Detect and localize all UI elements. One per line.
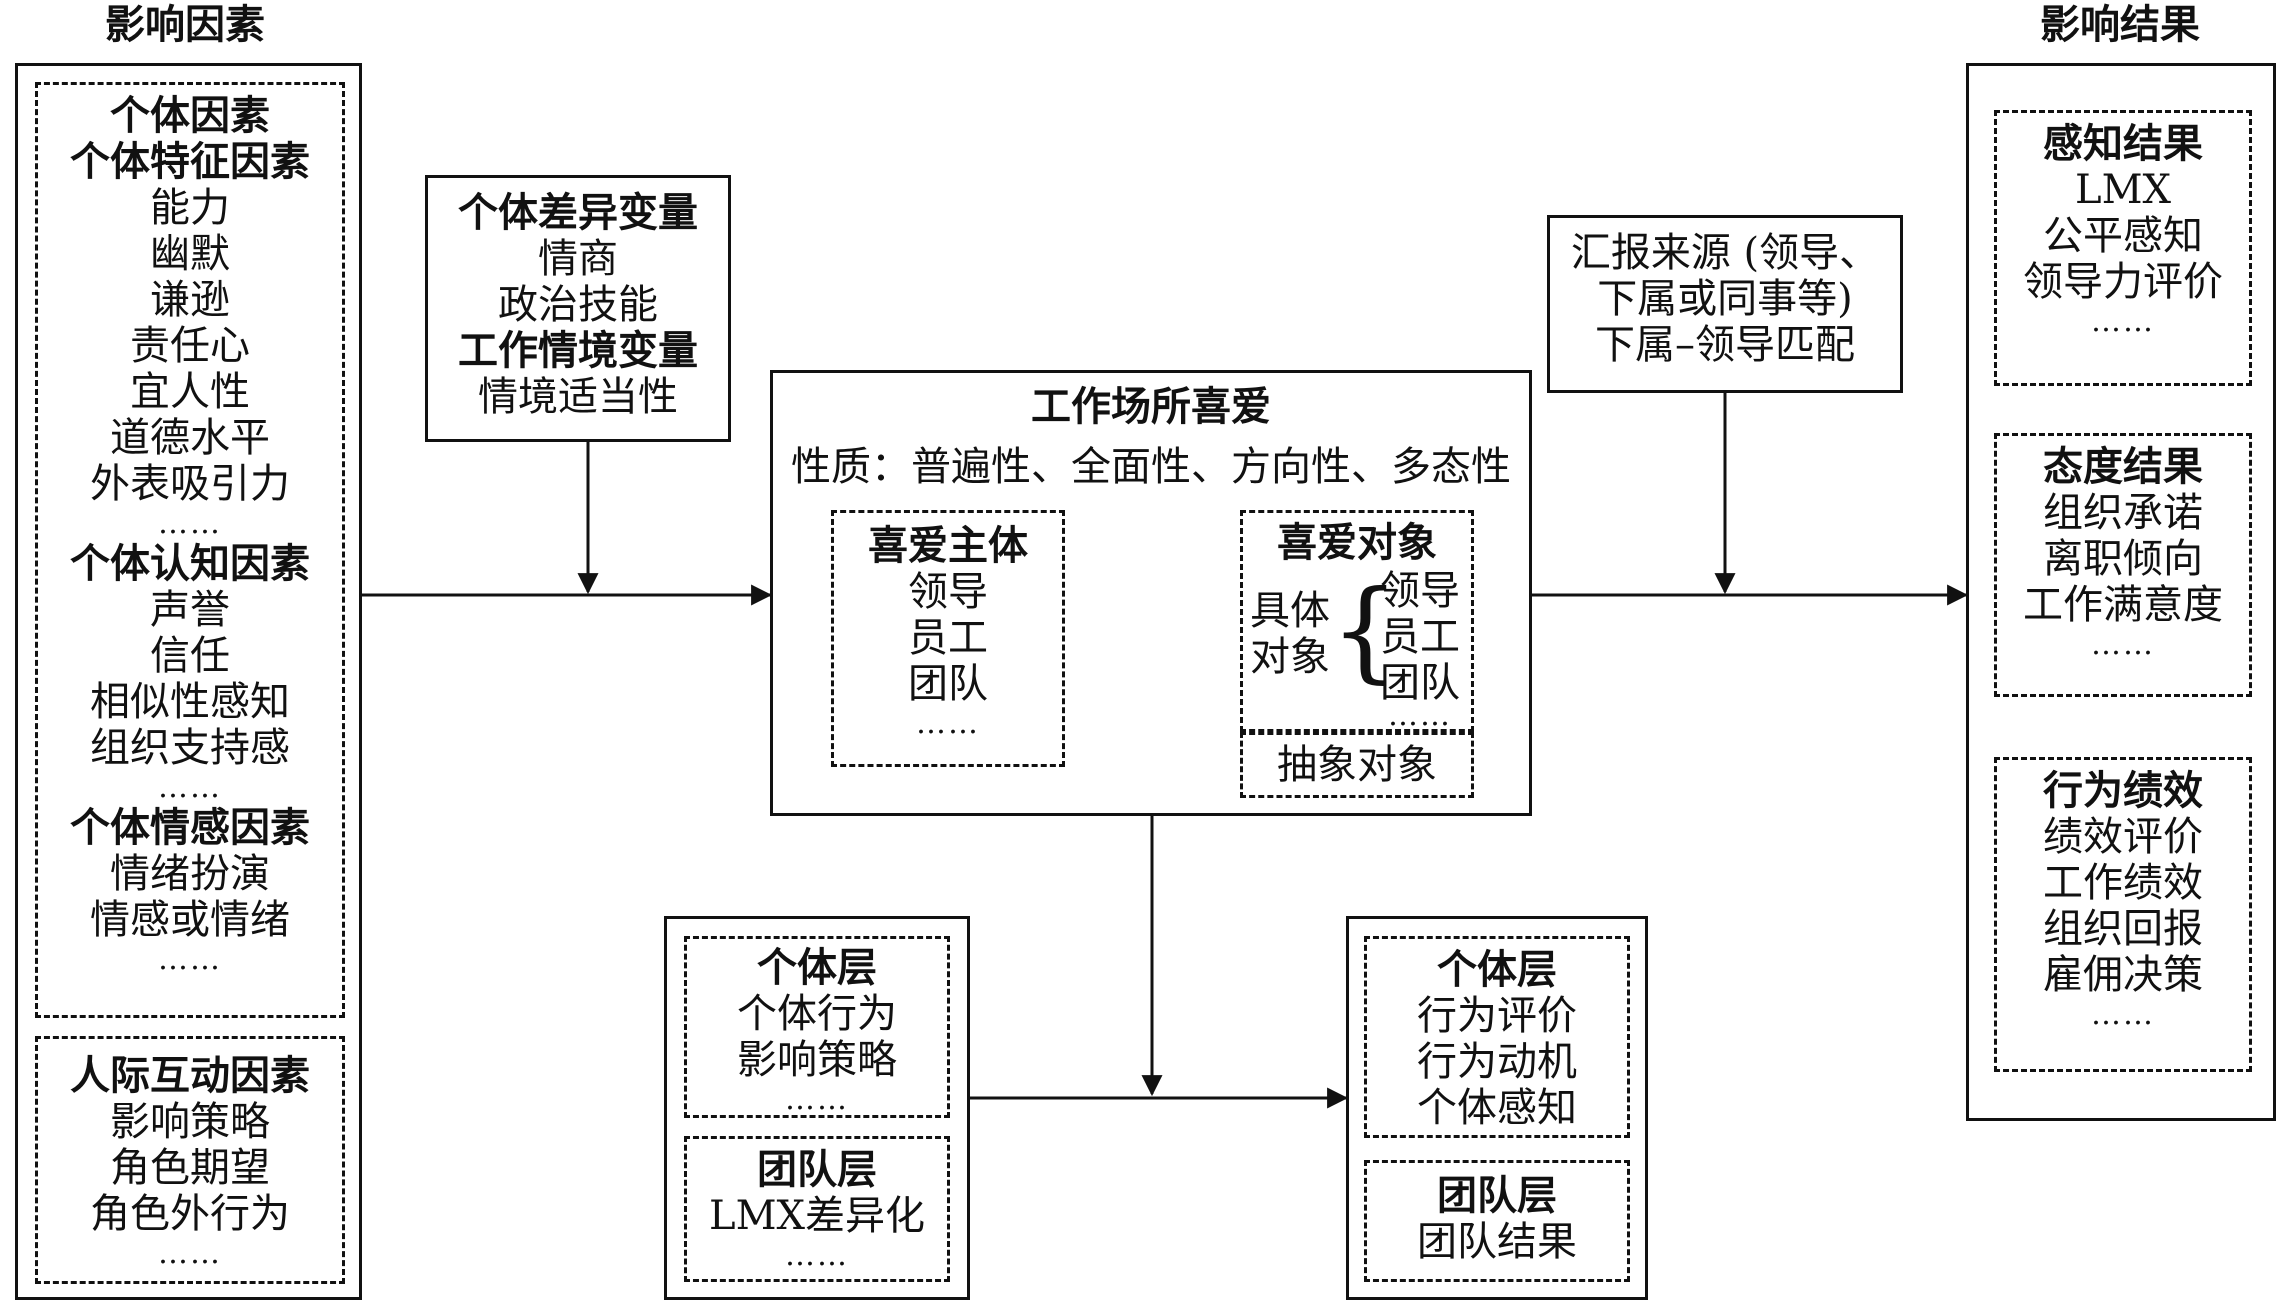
interpersonal-influence: 影响策略 [110,1099,270,1145]
br-team-title: 团队层 [1437,1172,1557,1219]
br-behavior-motive: 行为动机 [1417,1039,1577,1085]
perception-title: 感知结果 [2043,120,2203,167]
trait-morality: 道德水平 [110,415,270,461]
ellipsis: …… [1388,698,1452,733]
individual-factors-box: 个体因素 个体特征因素 能力 幽默 谦逊 责任心 宜人性 道德水平 外表吸引力 … [35,82,345,1018]
trait-ability: 能力 [150,185,230,231]
liking-subject-box: 喜爱主体 领导 员工 团队 …… [831,510,1065,767]
ellipsis: …… [158,506,222,541]
report-source-line3: 下属–领导匹配 [1595,322,1855,368]
subject-employee: 员工 [908,615,988,661]
object-employee: 员工 [1380,614,1460,660]
moderator-context-fit: 情境适当性 [478,374,678,420]
ellipsis: …… [785,1082,849,1117]
interpersonal-role-expectation: 角色期望 [110,1145,270,1191]
behavior-reward: 组织回报 [2043,906,2203,952]
br-team-outcome: 团队结果 [1417,1219,1577,1265]
ellipsis: …… [158,1236,222,1271]
attitude-turnover: 离职倾向 [2043,536,2203,582]
br-individual-perception: 个体感知 [1417,1085,1577,1131]
moderator-political-skill: 政治技能 [498,282,658,328]
perception-lmx: LMX [2075,167,2171,213]
bottom-left-individual-box: 个体层 个体行为 影响策略 …… [684,936,950,1118]
attitude-commitment: 组织承诺 [2043,490,2203,536]
interpersonal-factors-box: 人际互动因素 影响策略 角色期望 角色外行为 …… [35,1036,345,1284]
br-individual-title: 个体层 [1437,946,1557,993]
trait-responsibility: 责任心 [130,323,250,369]
bottom-right-individual-box: 个体层 行为评价 行为动机 个体感知 [1364,936,1630,1138]
trait-humility: 谦逊 [150,277,230,323]
brace-symbol: { [1330,566,1400,694]
attitude-title: 态度结果 [2043,443,2203,490]
concrete-label-line2: 对象 [1250,634,1330,680]
perception-fairness: 公平感知 [2043,213,2203,259]
bl-team-title: 团队层 [757,1146,877,1193]
bl-influence-strategy: 影响策略 [737,1037,897,1083]
behavior-hiring: 雇佣决策 [2043,952,2203,998]
report-source-line1: 汇报来源 (领导、 [1570,230,1880,276]
perception-leadership: 领导力评价 [2023,259,2223,305]
concrete-label-line1: 具体 [1250,588,1330,634]
report-source-box: 汇报来源 (领导、 下属或同事等) 下属–领导匹配 [1547,215,1903,393]
ellipsis: …… [158,770,222,805]
trait-agreeableness: 宜人性 [130,369,250,415]
attitude-satisfaction: 工作满意度 [2023,582,2223,628]
ellipsis: …… [158,942,222,977]
concrete-object-label: 具体 对象 [1246,588,1334,680]
individual-factors-title: 个体因素 [110,92,270,139]
header-influencing-factors: 影响因素 [105,1,265,48]
behavior-outcome-box: 行为绩效 绩效评价 工作绩效 组织回报 雇佣决策 …… [1994,757,2252,1072]
cognitive-similarity: 相似性感知 [90,679,290,725]
cognitive-trust: 信任 [150,633,230,679]
attitude-outcome-box: 态度结果 组织承诺 离职倾向 工作满意度 …… [1994,433,2252,697]
bottom-right-team-box: 团队层 团队结果 [1364,1160,1630,1282]
ellipsis: …… [2091,997,2155,1032]
behavior-title: 行为绩效 [2043,767,2203,814]
trait-attractiveness: 外表吸引力 [90,461,290,507]
interpersonal-extra-role: 角色外行为 [90,1191,290,1237]
emotional-affect: 情感或情绪 [90,897,290,943]
cognitive-reputation: 声誉 [150,587,230,633]
individual-trait-title: 个体特征因素 [70,138,310,185]
bl-individual-title: 个体层 [757,944,877,991]
ellipsis: …… [2091,627,2155,662]
work-context-title: 工作情境变量 [458,327,698,374]
emotional-acting: 情绪扮演 [110,851,270,897]
ellipsis: …… [2091,304,2155,339]
bl-lmx-differentiation: LMX差异化 [709,1193,925,1239]
cognitive-org-support: 组织支持感 [90,725,290,771]
perception-outcome-box: 感知结果 LMX 公平感知 领导力评价 …… [1994,110,2252,386]
report-source-line2: 下属或同事等) [1597,276,1853,322]
liking-object-title: 喜爱对象 [1277,519,1437,566]
workplace-liking-title: 工作场所喜爱 [1031,383,1271,430]
ellipsis: …… [916,706,980,741]
br-behavior-evaluation: 行为评价 [1417,993,1577,1039]
bottom-left-team-box: 团队层 LMX差异化 …… [684,1136,950,1282]
workplace-liking-nature: 性质：普遍性、全面性、方向性、多态性 [791,444,1511,490]
trait-humor: 幽默 [150,231,230,277]
subject-team: 团队 [908,661,988,707]
emotional-title: 个体情感因素 [70,804,310,851]
abstract-object: 抽象对象 [1277,742,1437,788]
behavior-performance: 工作绩效 [2043,860,2203,906]
subject-leader: 领导 [908,569,988,615]
ellipsis: …… [785,1238,849,1273]
bl-individual-behavior: 个体行为 [737,991,897,1037]
abstract-object-box: 抽象对象 [1240,732,1474,798]
individual-difference-title: 个体差异变量 [458,189,698,236]
object-team: 团队 [1380,660,1460,706]
behavior-evaluation: 绩效评价 [2043,814,2203,860]
moderators-box: 个体差异变量 情商 政治技能 工作情境变量 情境适当性 [425,175,731,442]
object-leader: 领导 [1380,568,1460,614]
interpersonal-title: 人际互动因素 [70,1052,310,1099]
liking-object-box [1240,510,1474,732]
liking-subject-title: 喜爱主体 [868,522,1028,569]
moderator-eq: 情商 [538,236,618,282]
cognitive-title: 个体认知因素 [70,540,310,587]
header-outcomes: 影响结果 [2040,1,2200,48]
concrete-object-items: 领导 员工 团队 …… [1372,568,1468,733]
